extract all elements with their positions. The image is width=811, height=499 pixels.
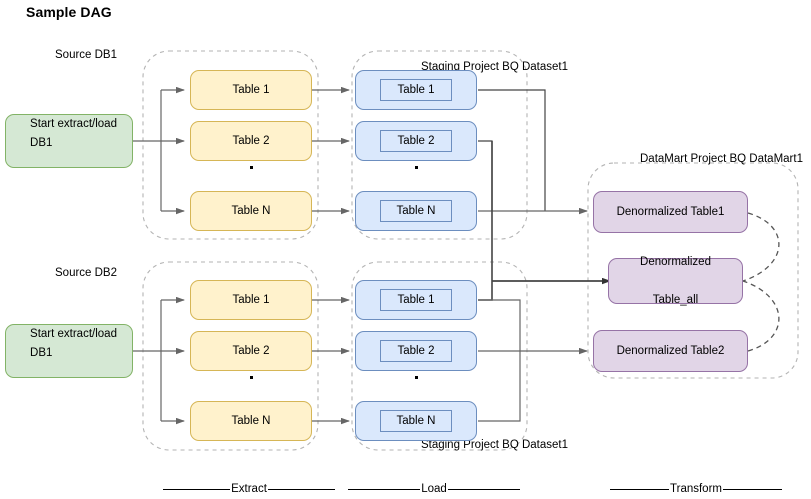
label-source-db2: Source DB2	[55, 267, 118, 279]
phase-load: Load	[348, 482, 520, 496]
inner-table-label: Table 2	[380, 340, 452, 362]
phase-rule-right	[267, 488, 336, 490]
phase-rule-left	[348, 488, 421, 490]
node-start-extract-load-db1[interactable]: Start extract/load DB1	[5, 114, 133, 168]
node-load-bottom-table-1[interactable]: Table 1	[355, 280, 477, 320]
node-extract-top-table-2[interactable]: Table 2	[190, 121, 312, 161]
node-denormalized-table1[interactable]: Denormalized Table1	[593, 191, 748, 233]
node-load-top-table-n[interactable]: Table N	[355, 191, 477, 231]
node-extract-bottom-table-1[interactable]: Table 1	[190, 280, 312, 320]
node-load-bottom-table-2[interactable]: Table 2	[355, 331, 477, 371]
page-title: Sample DAG	[26, 4, 112, 20]
phase-label: Extract	[231, 483, 267, 495]
node-extract-bottom-table-n[interactable]: Table N	[190, 401, 312, 441]
node-extract-top-table-1[interactable]: Table 1	[190, 70, 312, 110]
label-datamart: DataMart Project BQ DataMart1	[640, 153, 803, 165]
edge-denorm1-to-all	[742, 212, 780, 282]
inner-table-label: Table N	[380, 410, 452, 432]
inner-table-label: Table N	[380, 200, 452, 222]
ellipsis-extract-top	[249, 166, 253, 194]
node-denormalized-table2[interactable]: Denormalized Table2	[593, 330, 748, 372]
label-staging-bottom: Staging Project BQ Dataset1	[420, 439, 568, 451]
node-extract-bottom-table-2[interactable]: Table 2	[190, 331, 312, 371]
inner-table-label: Table 2	[380, 130, 452, 152]
inner-table-label: Table 1	[380, 79, 452, 101]
ellipsis-load-top	[414, 166, 418, 194]
node-start-extract-load-db2[interactable]: Start extract/load DB1	[5, 324, 133, 378]
phase-rule-left	[163, 488, 231, 490]
ellipsis-extract-bottom	[249, 376, 253, 404]
node-load-top-table-2[interactable]: Table 2	[355, 121, 477, 161]
phase-transform: Transform	[610, 482, 783, 496]
inner-table-label: Table 1	[380, 289, 452, 311]
node-extract-top-table-n[interactable]: Table N	[190, 191, 312, 231]
ellipsis-load-bottom	[414, 376, 418, 404]
node-denormalized-table-all[interactable]: Denormalized Table_all	[608, 256, 743, 306]
phase-label: Transform	[670, 483, 722, 495]
phase-extract: Extract	[163, 482, 336, 496]
phase-rule-left	[610, 488, 670, 490]
phase-rule-right	[447, 488, 520, 490]
node-load-top-table-1[interactable]: Table 1	[355, 70, 477, 110]
node-load-bottom-table-n[interactable]: Table N	[355, 401, 477, 441]
label-source-db1: Source DB1	[55, 49, 118, 61]
phase-rule-right	[723, 488, 783, 490]
phase-label: Load	[421, 483, 447, 495]
edge-denorm2-to-all	[742, 280, 780, 352]
